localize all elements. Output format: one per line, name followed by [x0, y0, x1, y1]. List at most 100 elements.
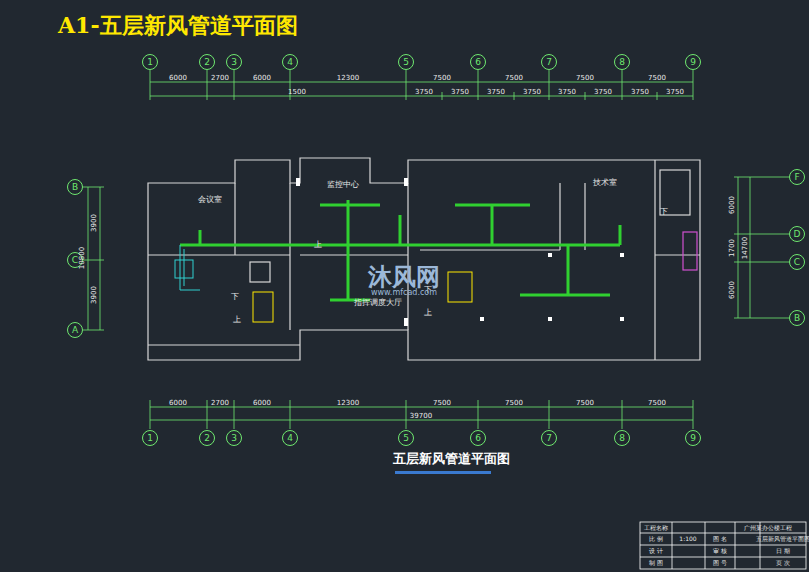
room-label: 上 [424, 309, 432, 317]
axis-label: D [794, 230, 801, 239]
dimension-text: 7500 [648, 400, 666, 407]
axis-label: B [72, 183, 78, 192]
axis-bubble: 9 [685, 54, 701, 70]
dimension-text: 2700 [211, 400, 229, 407]
axis-bubble: D [789, 226, 805, 242]
room-label: 指挥调度大厅 [354, 299, 402, 307]
dimension-text: 3900 [91, 286, 98, 304]
axis-label: B [794, 314, 800, 323]
axis-label: 4 [287, 434, 293, 443]
dimension-text: 3750 [631, 89, 649, 96]
dimension-text: 3750 [451, 89, 469, 96]
axis-label: 8 [619, 434, 625, 443]
axis-label: F [794, 173, 799, 182]
room-label: 上 [233, 316, 241, 324]
caption-text: 五层新风管道平面图 [393, 452, 510, 465]
axis-bubble: A [67, 322, 83, 338]
title-block-cell: 制 图 [649, 560, 663, 566]
axis-label: 9 [690, 58, 696, 67]
title-block-cell: 比 例 [649, 536, 663, 542]
axis-label: 2 [204, 58, 210, 67]
title-block-cell: 页 次 [776, 560, 790, 566]
room-label: 下 [660, 208, 668, 216]
axis-label: 6 [475, 58, 481, 67]
axis-label: 1 [147, 434, 153, 443]
dimension-text: 7500 [648, 75, 666, 82]
title-block-cell: 审 核 [713, 548, 727, 554]
dimension-text: 3750 [523, 89, 541, 96]
axis-bubble: 4 [282, 430, 298, 446]
axis-bubble: 2 [199, 54, 215, 70]
dimension-text: 6000 [729, 196, 736, 214]
axis-label: C [72, 256, 78, 265]
axis-label: 6 [475, 434, 481, 443]
room-label: 上 [314, 241, 322, 249]
dimension-text: 3750 [487, 89, 505, 96]
title-block-cell: 五层新风管道平面图 [756, 536, 809, 542]
dimension-text: 7500 [505, 75, 523, 82]
dimension-text: 6000 [253, 75, 271, 82]
axis-bubble: 1 [142, 54, 158, 70]
dimension-text: 14700 [742, 237, 749, 259]
title-block-cell: 设 计 [649, 548, 663, 554]
dimension-text: 3750 [594, 89, 612, 96]
dimension-text: 3750 [558, 89, 576, 96]
dimension-text: 6000 [169, 400, 187, 407]
axis-bubble: 5 [398, 430, 414, 446]
title-block-cell: 图 名 [713, 536, 727, 542]
axis-label: 9 [690, 434, 696, 443]
axis-label: 7 [546, 58, 552, 67]
axis-bubble: 9 [685, 430, 701, 446]
dimension-text: 3750 [415, 89, 433, 96]
title-text: A1-五层新风管道平面图 [58, 14, 298, 36]
watermark: 沐风网 [368, 265, 440, 289]
axis-bubble: 7 [541, 430, 557, 446]
dimension-text: 6000 [169, 75, 187, 82]
dimension-text: 12300 [337, 400, 359, 407]
dimension-text: 7500 [576, 400, 594, 407]
axis-label: 3 [231, 434, 237, 443]
title-block-cell: 1:100 [679, 536, 696, 542]
axis-label: 7 [546, 434, 552, 443]
axis-label: 3 [231, 58, 237, 67]
axis-bubble: 4 [282, 54, 298, 70]
title-block-cell: 工程名称 [644, 525, 668, 531]
axis-bubble: B [67, 179, 83, 195]
dimension-text: 10800 [79, 247, 86, 269]
watermark: www.mfcad.com [371, 289, 437, 297]
dimension-text: 7500 [576, 75, 594, 82]
axis-bubble: 8 [614, 54, 630, 70]
axis-label: 4 [287, 58, 293, 67]
axis-bubble: 3 [226, 430, 242, 446]
dimension-text: 7500 [433, 400, 451, 407]
axis-bubble: 6 [470, 430, 486, 446]
axis-bubble: 6 [470, 54, 486, 70]
dimension-text: 6000 [253, 400, 271, 407]
room-label: 监控中心 [327, 181, 359, 189]
axis-label: 5 [403, 58, 409, 67]
axis-bubble: 1 [142, 430, 158, 446]
dimension-text: 6000 [729, 281, 736, 299]
dimension-text: 1500 [288, 89, 306, 96]
axis-label: A [72, 326, 78, 335]
axis-bubble: 3 [226, 54, 242, 70]
axis-bubble: 2 [199, 430, 215, 446]
dimension-text: 3900 [91, 214, 98, 232]
dimension-text: 3750 [666, 89, 684, 96]
title-block-cell: 广州某办公楼工程 [744, 525, 792, 531]
title-block-cell: 图 号 [713, 560, 727, 566]
axis-bubble: B [789, 310, 805, 326]
axis-bubble: 5 [398, 54, 414, 70]
axis-label: 5 [403, 434, 409, 443]
dimension-text: 2700 [211, 75, 229, 82]
axis-bubble: 8 [614, 430, 630, 446]
dimension-text: 39700 [410, 413, 432, 420]
axis-label: C [794, 258, 800, 267]
axis-label: 8 [619, 58, 625, 67]
axis-bubble: F [789, 169, 805, 185]
room-label: 会议室 [198, 196, 222, 204]
axis-bubble: 7 [541, 54, 557, 70]
dimension-text: 12300 [337, 75, 359, 82]
room-label: 技术室 [593, 179, 617, 187]
axis-bubble: C [789, 254, 805, 270]
